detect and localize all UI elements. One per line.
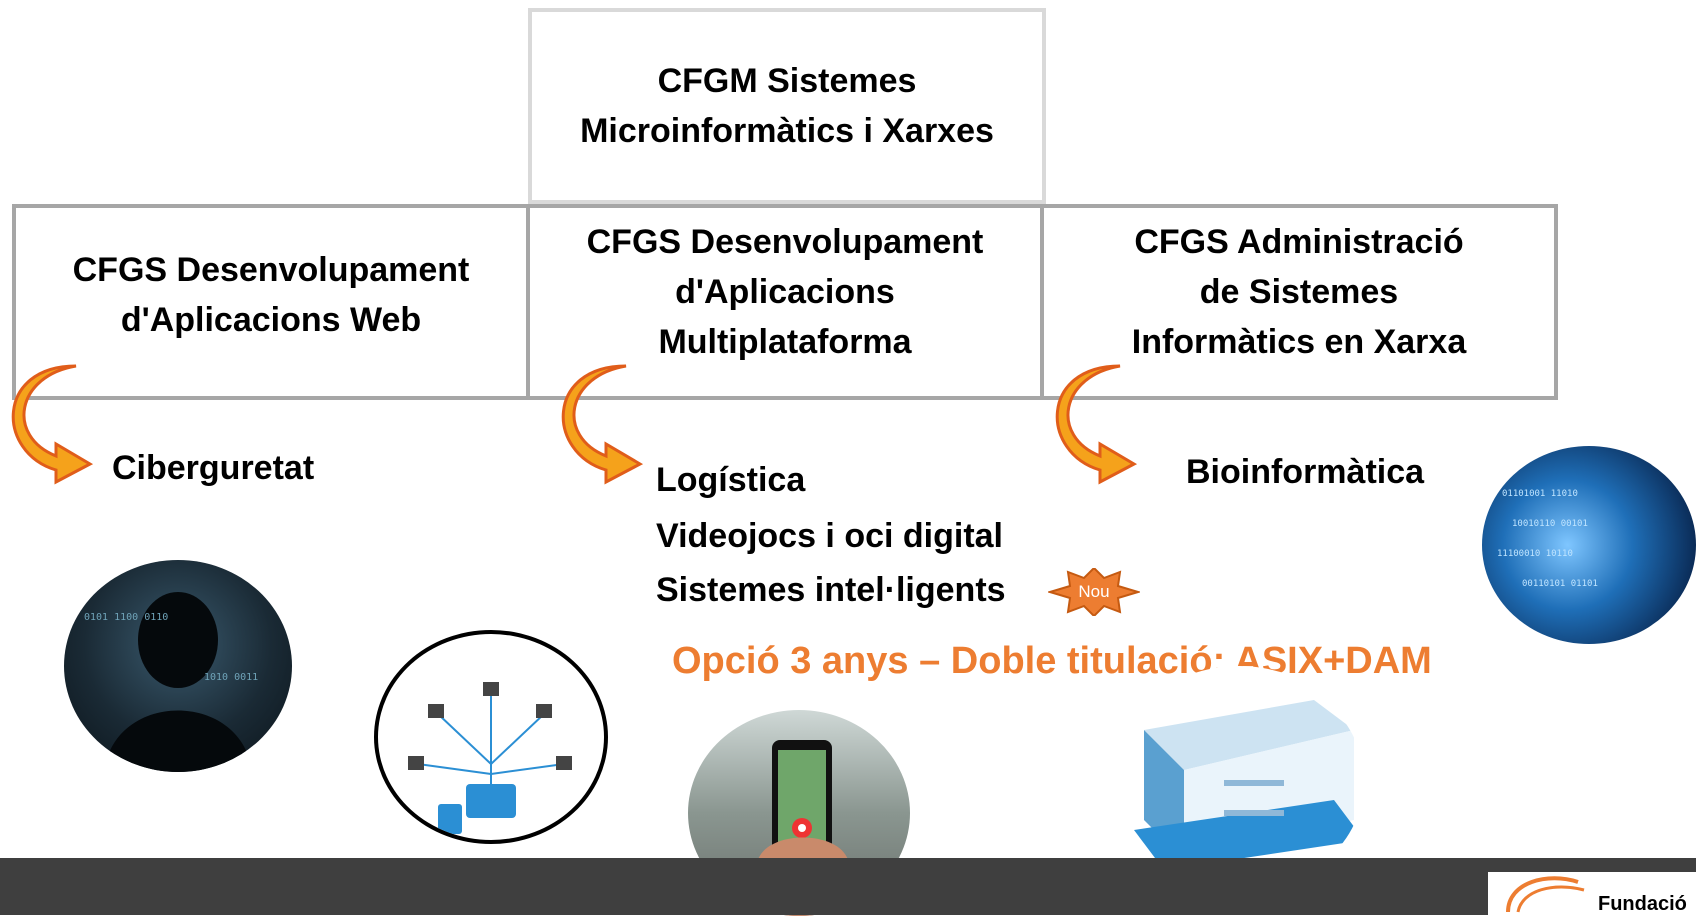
cfgs-asix-line-3: Informàtics en Xarxa <box>1131 323 1467 361</box>
curved-arrow-icon <box>561 364 644 485</box>
new-badge-icon <box>1048 568 1140 616</box>
cfgs-dam-line-3: Multiplataforma <box>658 323 912 361</box>
cfgs-daw-line-1: CFGS Desenvolupament <box>72 251 470 289</box>
cfgs-asix-line-1: CFGS Administració <box>1134 223 1464 261</box>
cfgs-asix-box: CFGS Administració de Sistemes Informàti… <box>1040 204 1558 400</box>
curved-arrow-icon <box>1055 364 1138 485</box>
spec-logistica: Logística <box>656 461 806 499</box>
cfgs-asix-line-2: de Sistemes <box>1199 273 1399 311</box>
cfgs-dam-line-2: d'Aplicacions <box>675 273 895 311</box>
cfgs-dam-line-1: CFGS Desenvolupament <box>586 223 984 261</box>
cfgs-daw-box: CFGS Desenvolupament d'Aplicacions Web <box>12 204 530 400</box>
svg-text:0101 1100 0110: 0101 1100 0110 <box>84 612 168 623</box>
svg-text:11100010 10110: 11100010 10110 <box>1497 549 1573 559</box>
foundation-logo-icon <box>1488 872 1696 915</box>
iot-network-image <box>374 630 608 844</box>
svg-text:10010110 00101: 10010110 00101 <box>1512 519 1588 529</box>
foundation-logo-text: Fundació <box>1598 893 1687 915</box>
spec-videojocs: Videojocs i oci digital <box>656 517 1004 555</box>
cfgm-line-2: Microinformàtics i Xarxes <box>580 112 994 150</box>
binary-data-image: 01101001 11010 10010110 00101 11100010 1… <box>1482 446 1696 644</box>
curved-arrow-icon <box>11 364 94 485</box>
hacker-image: 0101 1100 0110 1010 0011 <box>64 560 292 772</box>
footer-bar <box>0 858 1696 915</box>
cfgs-daw-line-2: d'Aplicacions Web <box>120 301 422 339</box>
svg-text:1010 0011: 1010 0011 <box>204 672 258 683</box>
industry-iot-image <box>1110 666 1368 896</box>
svg-text:01101001 11010: 01101001 11010 <box>1502 489 1578 499</box>
cfgm-line-1: CFGM Sistemes <box>657 62 917 100</box>
spec-ciberseguretat: Ciberguretat <box>112 449 315 487</box>
new-badge-label: Nou <box>1078 582 1110 601</box>
spec-sistemes-intelligents: Sistemes intel·ligents <box>656 571 1006 609</box>
double-degree-text: Opció 3 anys – Doble titulació: ASIX+DAM <box>672 640 1432 682</box>
spec-bioinformatica: Bioinformàtica <box>1186 453 1425 491</box>
cfgm-box: CFGM Sistemes Microinformàtics i Xarxes <box>528 8 1046 204</box>
svg-text:00110101 01101: 00110101 01101 <box>1522 579 1598 589</box>
